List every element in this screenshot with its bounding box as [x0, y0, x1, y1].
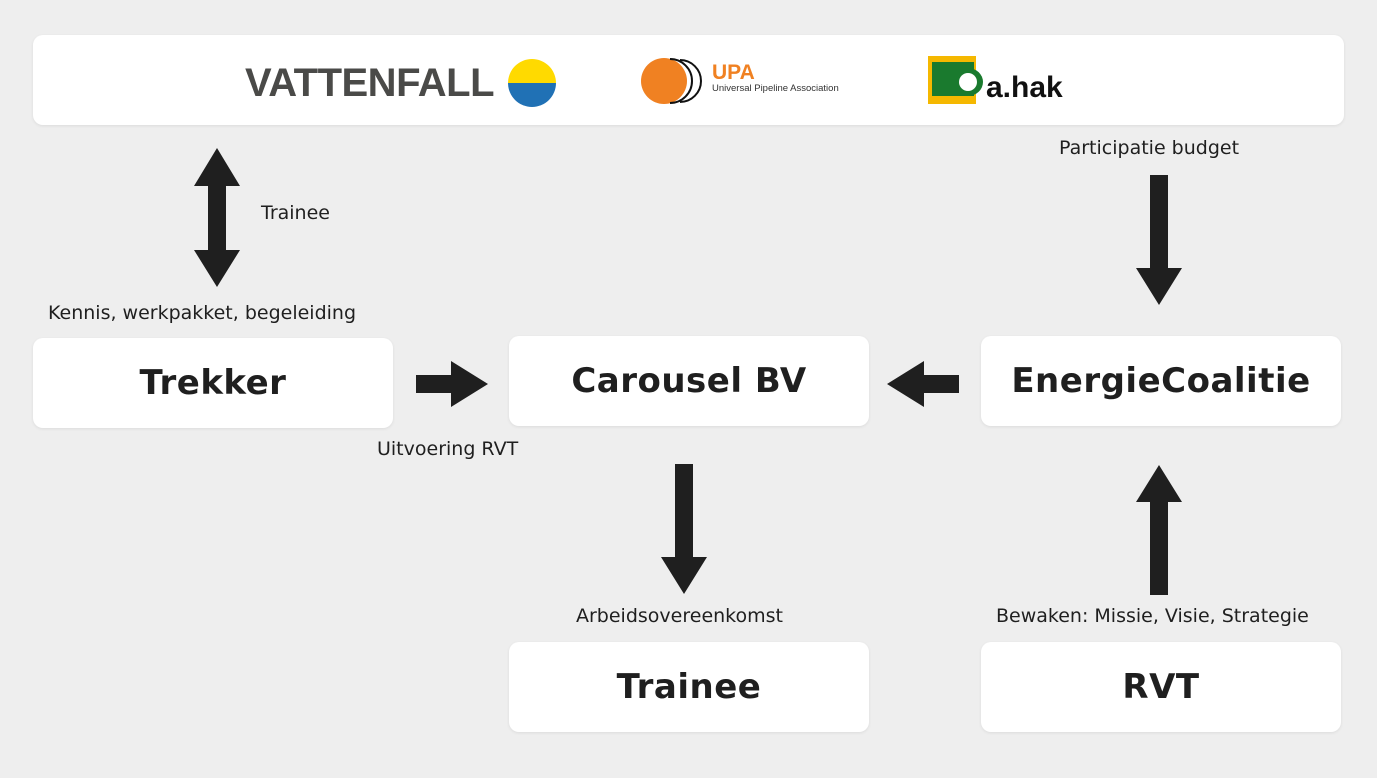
label-trainee: Trainee [261, 202, 330, 224]
arrow-trekker-to-carousel [416, 361, 488, 407]
partner-logos-bar: VATTENFALL UPA Universal Pipeline Associ… [33, 35, 1344, 125]
rvt-box: RVT [981, 642, 1341, 732]
ahak-emblem-icon [928, 56, 983, 104]
ahak-wordmark: a.hak [986, 71, 1063, 104]
label-kennis: Kennis, werkpakket, begeleiding [48, 302, 357, 324]
trekker-box: Trekker [33, 338, 393, 428]
upa-circles-icon [641, 58, 702, 104]
arrow-carousel-to-trainee [661, 464, 707, 594]
arrow-participatie-down [1136, 175, 1182, 305]
energiecoalitie-title: EnergieCoalitie [1011, 361, 1311, 401]
energiecoalitie-box: EnergieCoalitie [981, 336, 1341, 426]
vattenfall-wordmark: VATTENFALL [245, 60, 495, 105]
label-uitvoering: Uitvoering RVT [377, 438, 519, 460]
trainee-box: Trainee [509, 642, 869, 732]
upa-logo: UPA Universal Pipeline Association [640, 54, 839, 108]
arrow-rvt-to-energie [1136, 465, 1182, 595]
label-bewaken: Bewaken: Missie, Visie, Strategie [996, 605, 1309, 627]
label-participatie: Participatie budget [1059, 137, 1240, 159]
vattenfall-logo: VATTENFALL [245, 57, 558, 109]
carousel-title: Carousel BV [571, 361, 807, 401]
carousel-box: Carousel BV [509, 336, 869, 426]
trekker-title: Trekker [139, 363, 287, 403]
upa-title: UPA [712, 61, 755, 84]
ahak-logo: a.hak [928, 56, 1063, 106]
double-arrow-vertical [194, 148, 240, 287]
vattenfall-sun-icon [508, 59, 557, 107]
arrow-energie-to-carousel [887, 361, 959, 407]
trainee-title: Trainee [616, 667, 762, 707]
rvt-title: RVT [1122, 667, 1200, 707]
label-arbeidsovereenkomst: Arbeidsovereenkomst [576, 605, 783, 627]
upa-subtitle: Universal Pipeline Association [712, 83, 839, 94]
